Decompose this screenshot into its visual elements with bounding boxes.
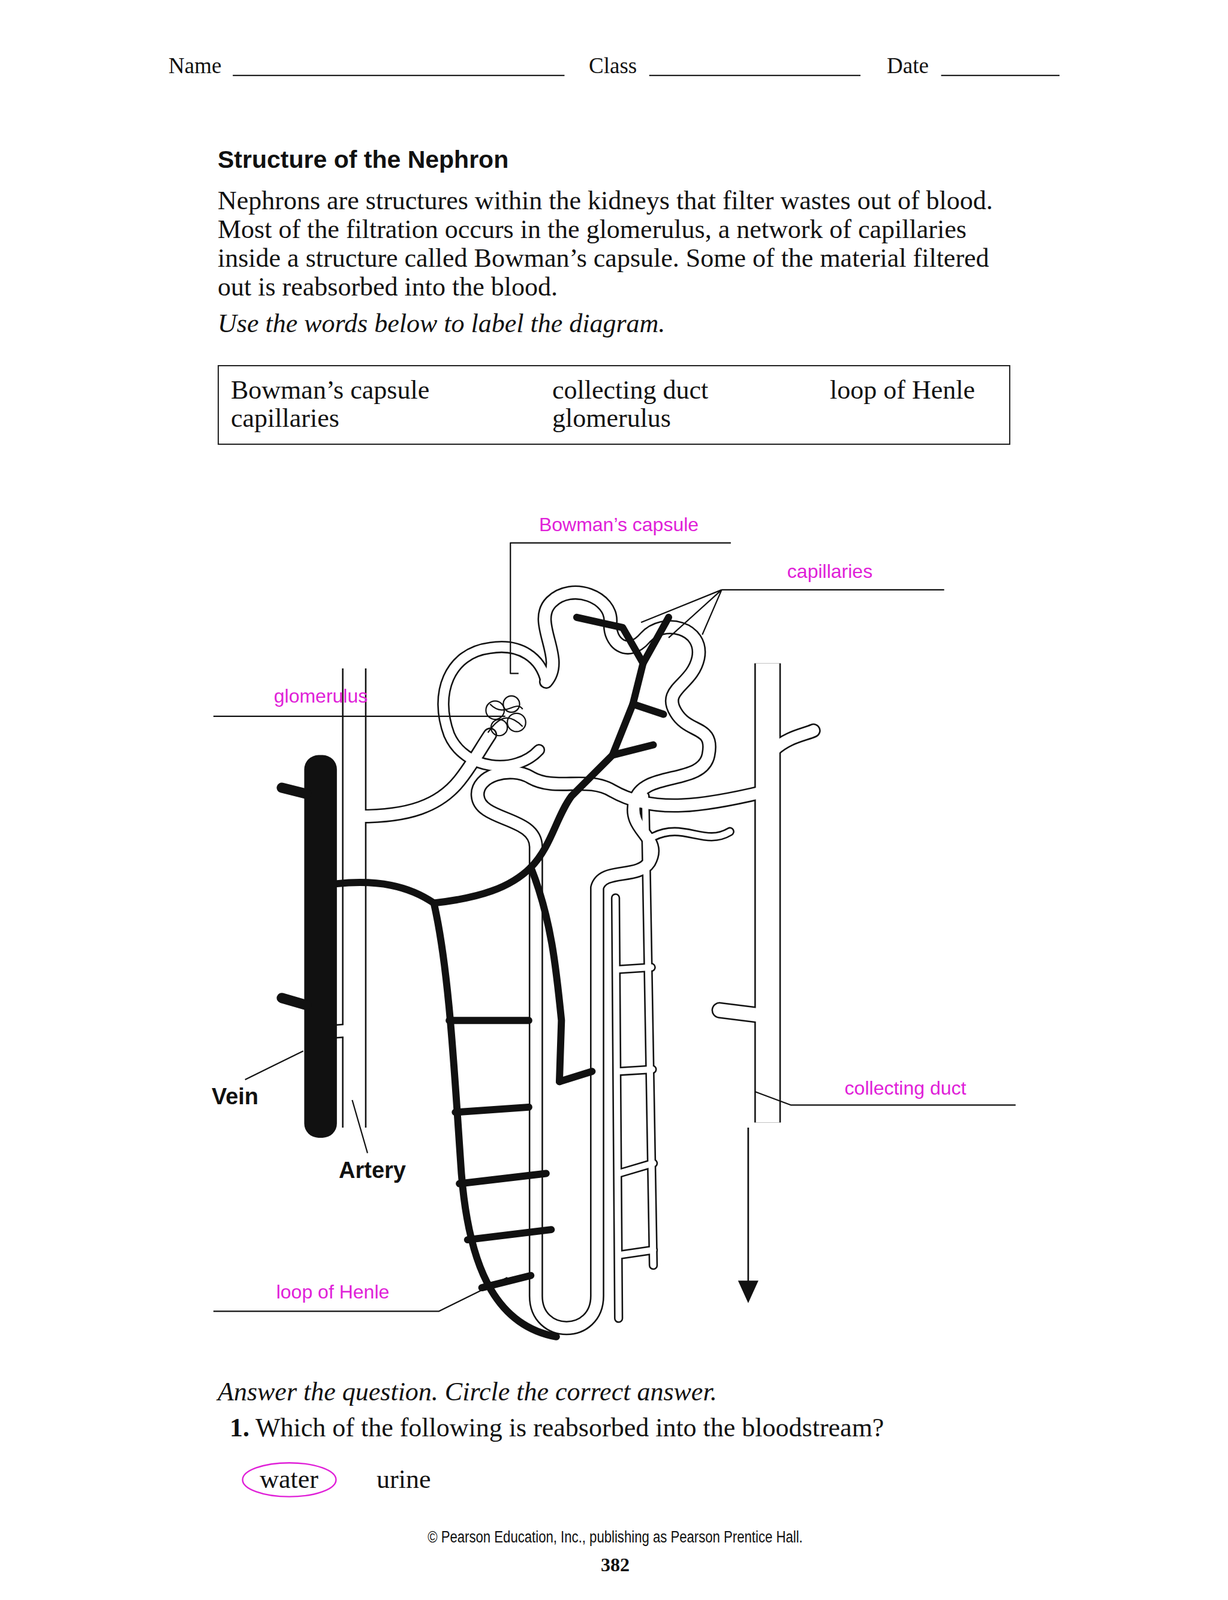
- word-bank-term: loop of Henle: [829, 374, 975, 407]
- form-field-label: Date: [886, 52, 929, 80]
- part-label: Vein: [211, 1083, 259, 1112]
- vein: [281, 755, 337, 1139]
- part-label: glomerulus: [274, 684, 369, 708]
- leader-line: [213, 543, 1016, 1312]
- capillary-network: [336, 617, 669, 1338]
- part-label: Bowman’s capsule: [539, 513, 699, 537]
- page-number: 382: [600, 1553, 630, 1577]
- word-bank-term: collecting duct: [552, 374, 709, 407]
- answer-circle: water: [241, 1462, 337, 1498]
- part-label: loop of Henle: [276, 1280, 390, 1304]
- instruction: Use the words below to label the diagram…: [217, 308, 665, 340]
- part-label: capillaries: [787, 560, 873, 583]
- answer-option: urine: [376, 1464, 431, 1497]
- form-field-label: Name: [168, 52, 222, 80]
- worksheet-title: Structure of the Nephron: [217, 145, 509, 175]
- underline: [232, 74, 1060, 77]
- word-bank-term: capillaries: [230, 402, 340, 435]
- word-bank-term: Bowman’s capsule: [230, 374, 430, 407]
- tube-inner: [318, 593, 814, 1329]
- tube-outline: [318, 593, 814, 1329]
- circle-outline: [242, 1463, 336, 1497]
- word-bank-box: Bowman’s capsule collecting duct loop of H…: [217, 365, 1011, 445]
- intro-paragraph: Nephrons are structures within the kidne…: [217, 186, 1004, 302]
- part-label: collecting duct: [844, 1076, 967, 1100]
- word-bank-term: glomerulus: [552, 402, 671, 435]
- question-number: 1.: [229, 1412, 250, 1445]
- answer-option: water: [259, 1464, 319, 1497]
- copyright-note: © Pearson Education, Inc., publishing as…: [427, 1527, 803, 1547]
- flow-arrow: [738, 1127, 759, 1304]
- part-label: Artery: [338, 1157, 406, 1185]
- question-text: Which of the following is reabsorbed int…: [255, 1412, 884, 1445]
- form-field-label: Class: [588, 52, 637, 80]
- instruction: Answer the question. Circle the correct …: [217, 1376, 718, 1409]
